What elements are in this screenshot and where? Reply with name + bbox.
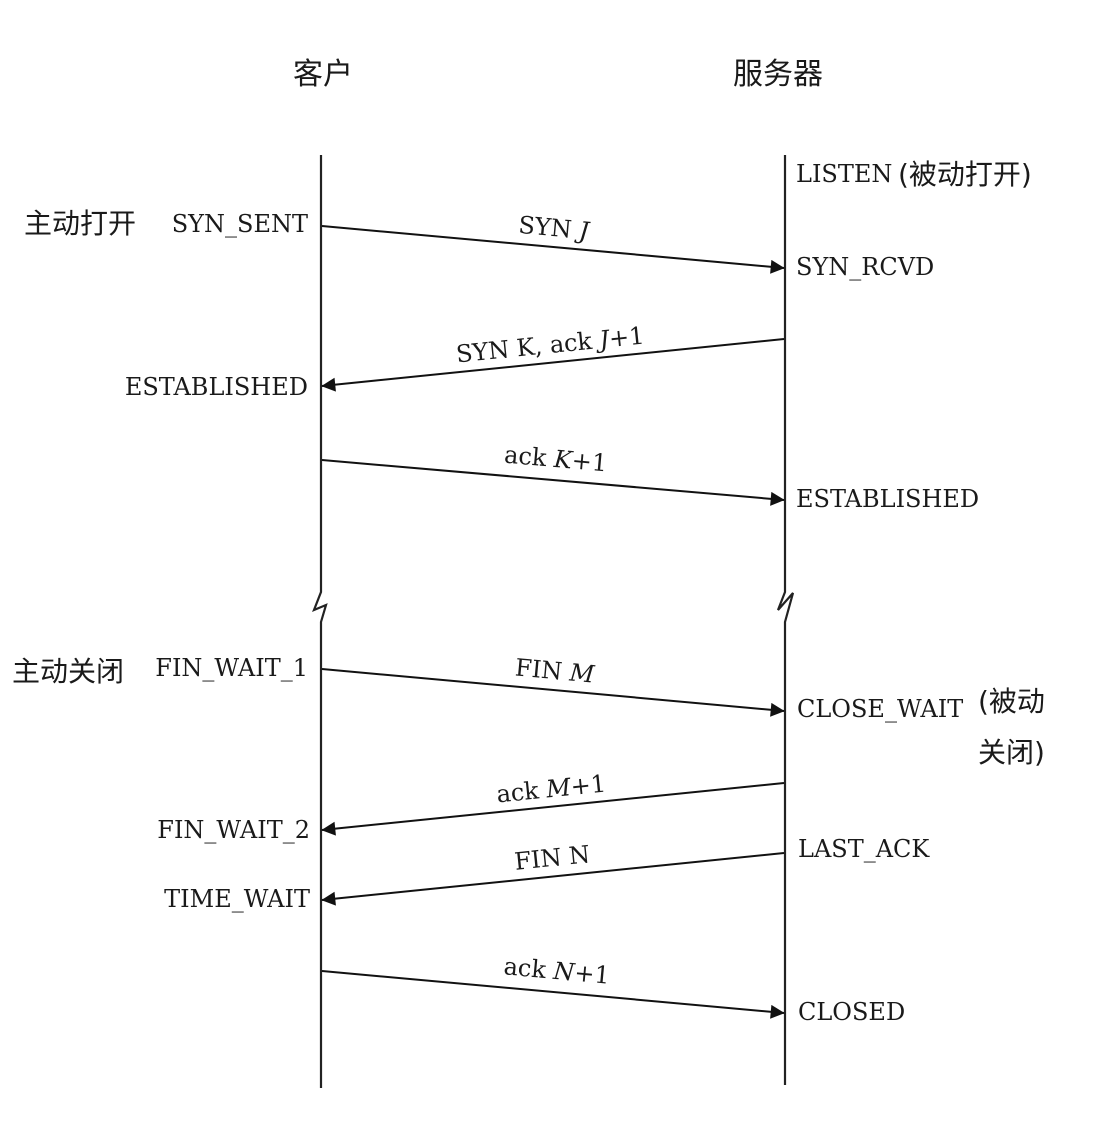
- label-ack-k: ack K+1: [503, 441, 608, 478]
- passive-open-label: (被动打开): [898, 158, 1032, 191]
- state-syn-sent: SYN_SENT: [172, 210, 308, 238]
- label-syn-j: SYN J: [517, 211, 591, 245]
- arrow-fin-m: [321, 668, 785, 717]
- state-last-ack: LAST_ACK: [798, 835, 930, 863]
- state-time-wait: TIME_WAIT: [164, 885, 310, 913]
- passive-close-label-line1: (被动: [978, 685, 1045, 718]
- arrow-fin-n: [321, 852, 785, 906]
- arrow-ack-k: [321, 459, 785, 506]
- label-syn-k-ack-j: SYN K, ack J+1: [455, 322, 646, 369]
- label-fin-n: FIN N: [513, 840, 591, 876]
- arrow-ack-n: [321, 970, 785, 1019]
- state-syn-rcvd: SYN_RCVD: [796, 253, 934, 281]
- server-lifeline: [776, 155, 795, 1085]
- label-ack-n: ack N+1: [503, 952, 611, 990]
- active-close-label: 主动关闭: [12, 655, 124, 688]
- label-fin-m: FIN M: [514, 653, 597, 688]
- arrow-syn-j: [321, 225, 785, 274]
- active-open-label: 主动打开: [24, 207, 136, 240]
- server-header: 服务器: [733, 57, 823, 92]
- client-state-established: ESTABLISHED: [125, 373, 308, 401]
- passive-close-label-line2: 关闭): [978, 736, 1045, 769]
- client-header: 客户: [293, 57, 353, 92]
- arrow-ack-m: [321, 782, 785, 836]
- label-ack-m: ack M+1: [495, 770, 607, 809]
- arrow-syn-k-ack: [321, 338, 785, 392]
- server-state-established: ESTABLISHED: [796, 485, 979, 513]
- client-lifeline: [312, 155, 328, 1088]
- state-close-wait: CLOSE_WAIT: [797, 695, 963, 723]
- state-fin-wait-2: FIN_WAIT_2: [157, 816, 310, 844]
- state-closed: CLOSED: [798, 998, 905, 1026]
- state-listen: LISTEN: [796, 160, 892, 188]
- state-fin-wait-1: FIN_WAIT_1: [155, 654, 308, 682]
